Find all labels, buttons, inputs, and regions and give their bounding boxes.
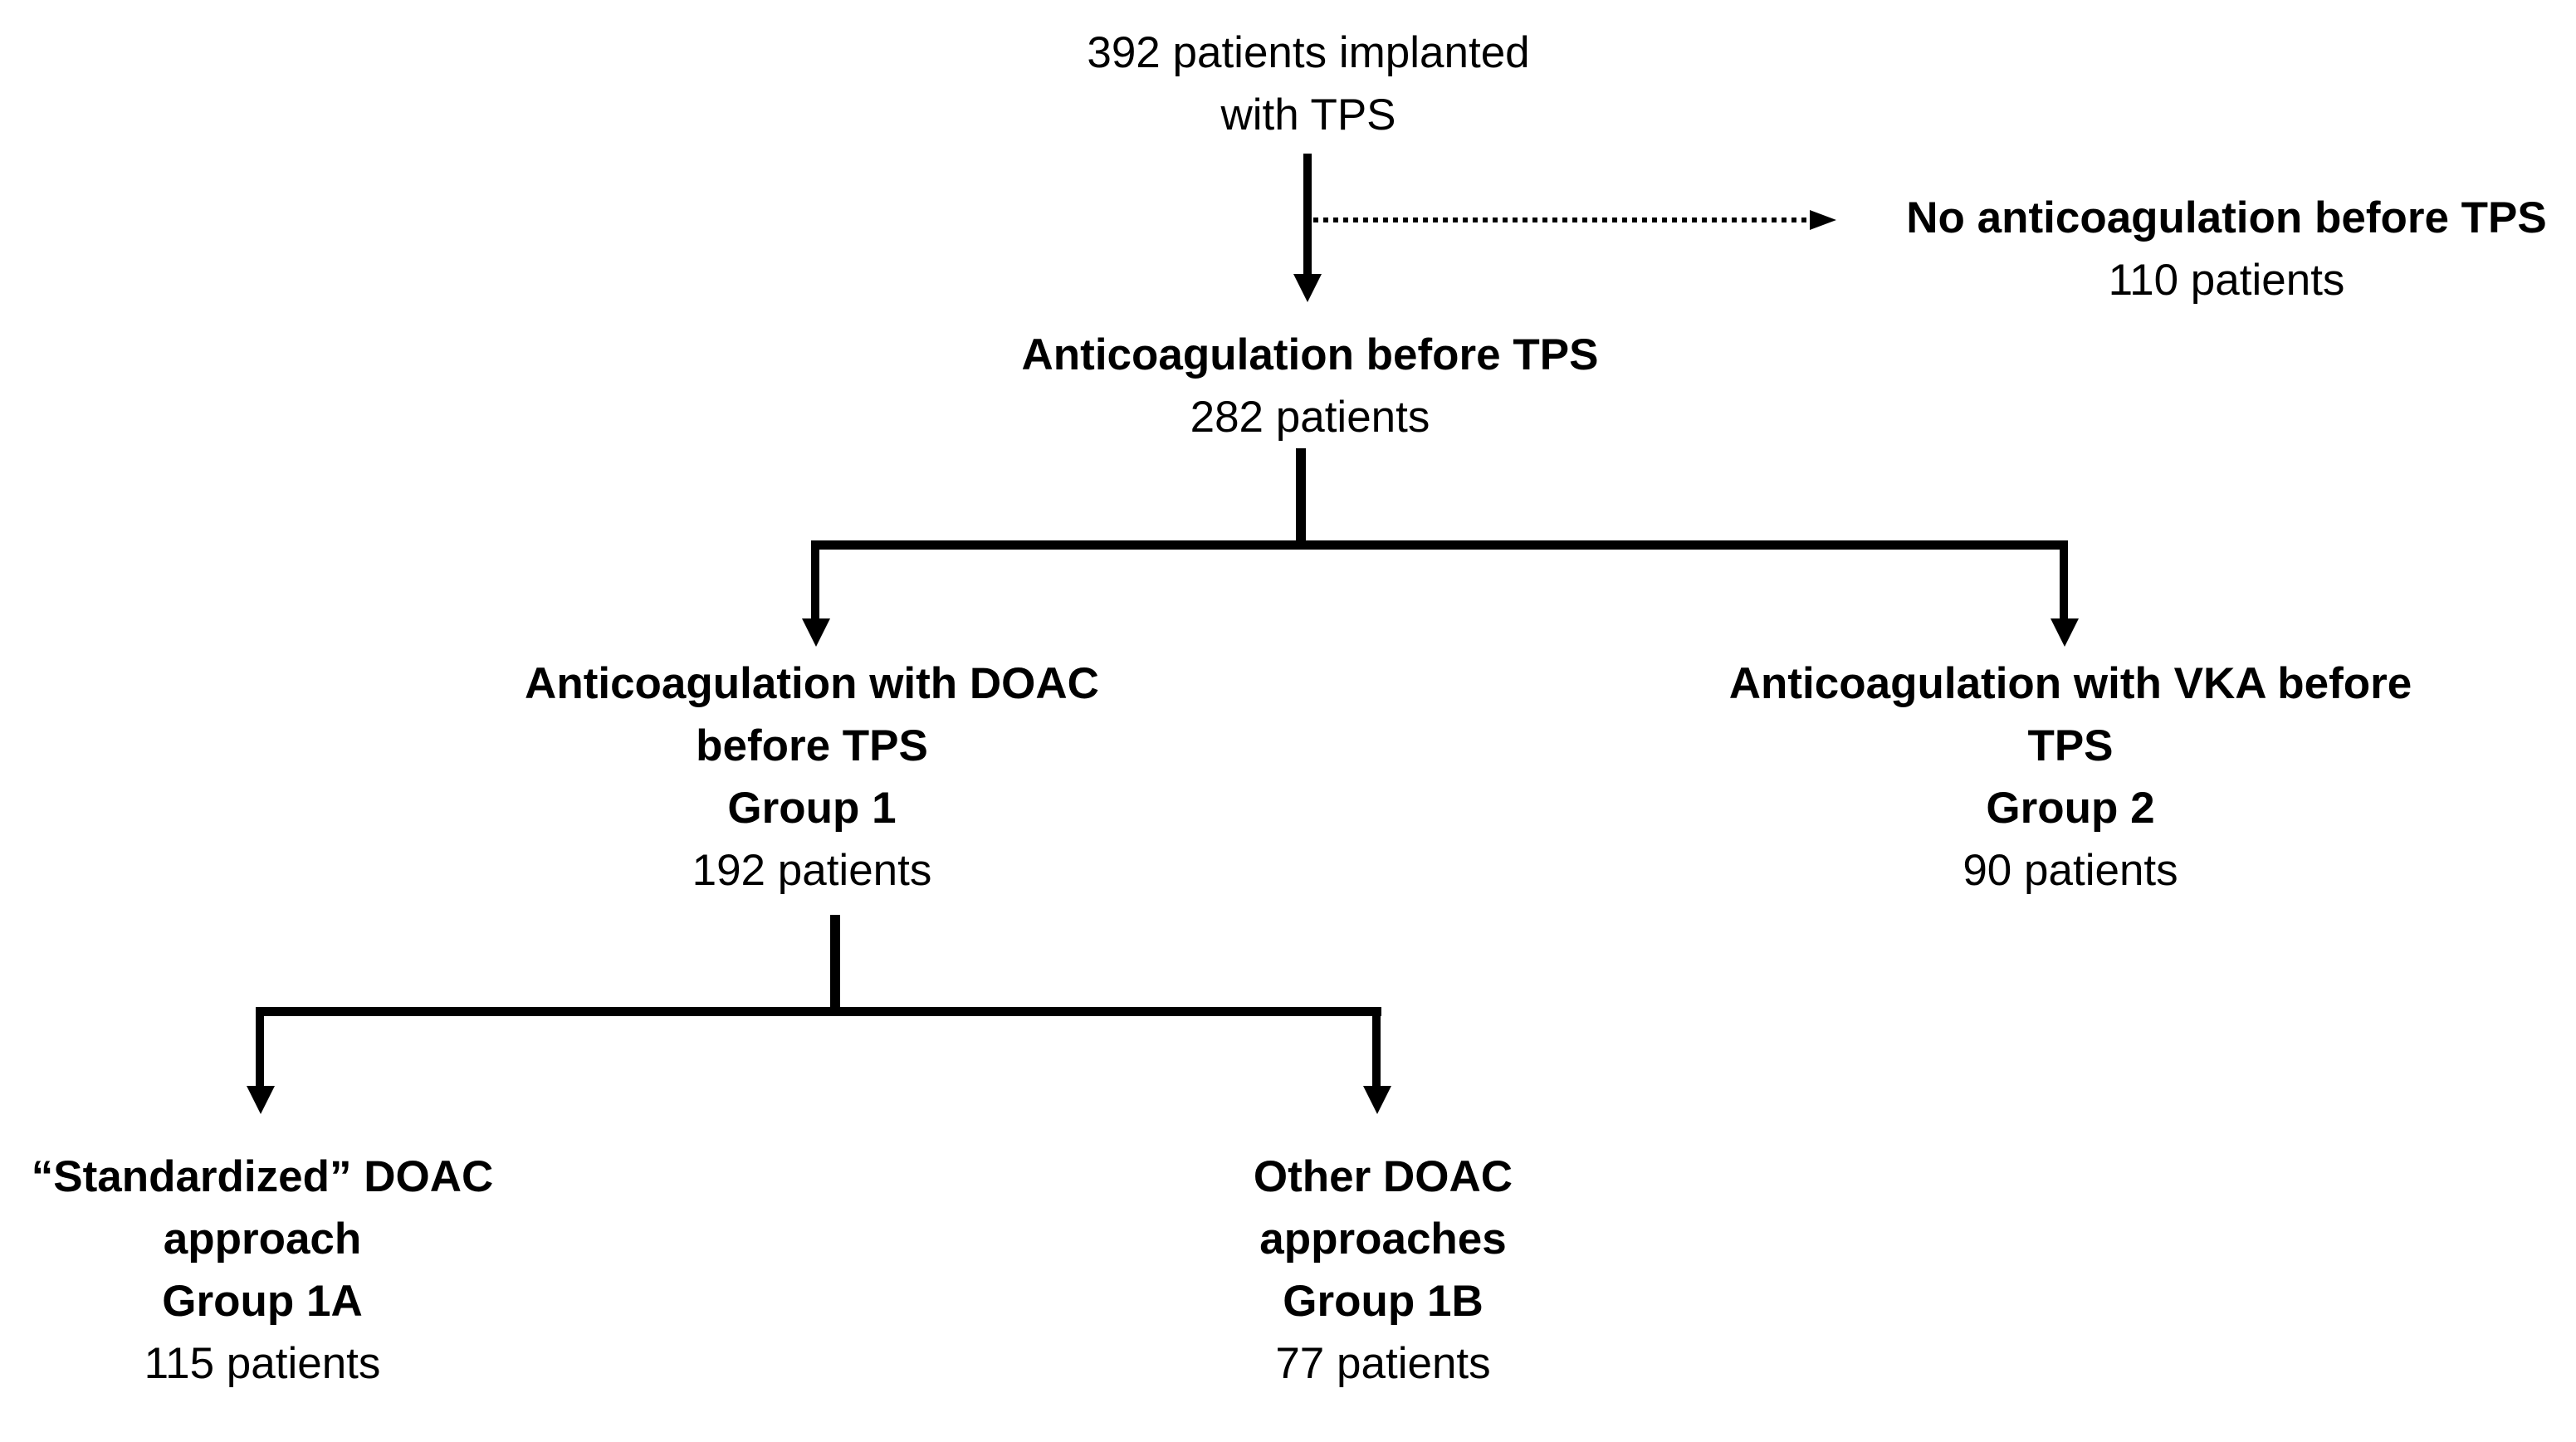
arrowhead-main-down-icon — [1293, 274, 1322, 302]
node-group1-count: 192 patients — [692, 846, 932, 895]
node-group2-title-3: Group 2 — [1986, 784, 2155, 833]
node-group1-title-1: Anticoagulation with DOAC — [525, 659, 1099, 708]
connector-branch2-left-drop — [256, 1007, 264, 1087]
connector-branch1-right-drop — [2060, 540, 2068, 619]
arrowhead-branch1-left-icon — [802, 618, 830, 647]
node-group1b-title-3: Group 1B — [1283, 1277, 1484, 1326]
node-group2-count: 90 patients — [1963, 846, 2178, 895]
connector-branch1-stem — [1296, 448, 1306, 541]
node-group1b-title-2: approaches — [1259, 1215, 1507, 1264]
node-anticoagulation-title: Anticoagulation before TPS — [1021, 330, 1599, 379]
arrowhead-branch2-right-icon — [1363, 1086, 1391, 1114]
connector-branch1-left-drop — [811, 540, 819, 619]
node-anticoagulation-count: 282 patients — [1190, 393, 1430, 442]
node-implanted-line-1: 392 patients implanted — [1087, 28, 1530, 77]
node-no-anticoagulation-count: 110 patients — [2108, 256, 2345, 305]
node-no-anticoagulation: No anticoagulation before TPS 110 patien… — [1906, 187, 2547, 311]
node-group1a-title-1: “Standardized” DOAC — [31, 1152, 494, 1201]
arrowhead-dotted-right-icon — [1810, 210, 1836, 230]
connector-branch2-bar — [256, 1007, 1381, 1016]
connector-dotted-horizontal — [1313, 218, 1810, 222]
node-group1a-count: 115 patients — [144, 1339, 381, 1388]
node-group2-title-2: TPS — [2027, 721, 2114, 770]
connector-branch2-stem — [830, 915, 840, 1008]
connector-main-vertical — [1303, 154, 1312, 275]
node-group1b: Other DOAC approaches Group 1B 77 patien… — [1254, 1146, 1513, 1395]
node-group1b-count: 77 patients — [1275, 1339, 1491, 1388]
arrowhead-branch2-left-icon — [247, 1086, 275, 1114]
node-group1-title-2: before TPS — [696, 721, 928, 770]
node-group1: Anticoagulation with DOAC before TPS Gro… — [525, 653, 1099, 902]
node-group2: Anticoagulation with VKA before TPS Grou… — [1729, 653, 2412, 902]
connector-branch2-right-drop — [1372, 1007, 1381, 1087]
connector-branch1-bar — [811, 540, 2068, 550]
node-group1a-title-2: approach — [163, 1215, 362, 1264]
node-group1-title-3: Group 1 — [727, 784, 897, 833]
node-group1b-title-1: Other DOAC — [1253, 1152, 1513, 1201]
node-group2-title-1: Anticoagulation with VKA before — [1728, 659, 2412, 708]
node-anticoagulation: Anticoagulation before TPS 282 patients — [1022, 324, 1599, 448]
node-group1a-title-3: Group 1A — [162, 1277, 363, 1326]
node-no-anticoagulation-title: No anticoagulation before TPS — [1906, 193, 2547, 242]
arrowhead-branch1-right-icon — [2051, 618, 2079, 647]
node-group1a: “Standardized” DOAC approach Group 1A 11… — [32, 1146, 494, 1395]
node-implanted: 392 patients implanted with TPS — [1087, 22, 1529, 146]
node-implanted-line-2: with TPS — [1220, 90, 1396, 139]
